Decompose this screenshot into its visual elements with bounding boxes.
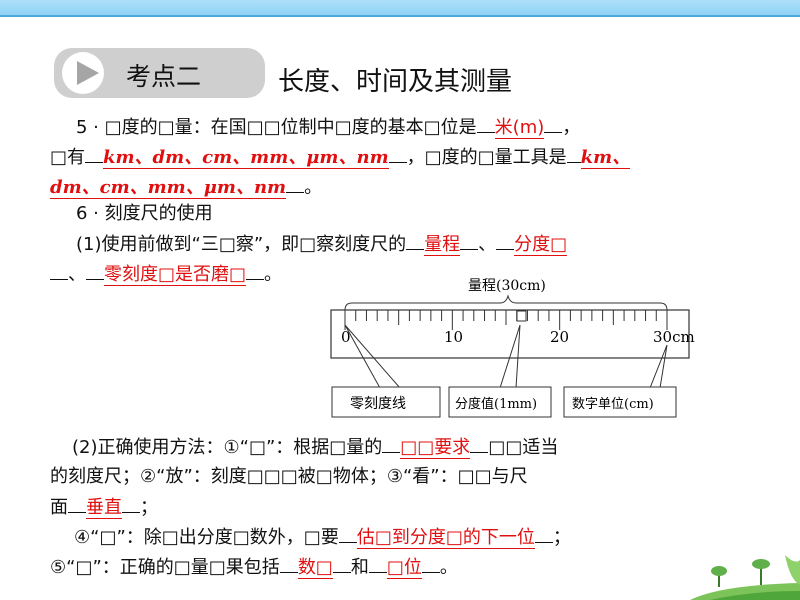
text: ⑤“□”：正确的□量□果包括 bbox=[50, 557, 280, 578]
q6-p1-line2: 、零刻度□是否磨□ 。 bbox=[50, 263, 282, 286]
text: ； bbox=[140, 497, 158, 518]
q5-line3: dm、cm、mm、μm、nm 。 bbox=[50, 176, 322, 199]
text: ④“□”：除□出分度□数外，□要 bbox=[74, 527, 339, 548]
division-highlight bbox=[516, 310, 527, 322]
answer: dm、cm、mm、μm、nm bbox=[50, 177, 287, 199]
section-badge-label: 考点二 bbox=[126, 62, 202, 91]
text: 5 · □度的□量：在国□□位制中□度的基本□位是 bbox=[76, 117, 477, 138]
text: 。 bbox=[439, 557, 458, 578]
text: 。 bbox=[304, 177, 323, 198]
q6-p2-line3: 面垂直 ； bbox=[50, 496, 158, 519]
tick-label-30: 30cm bbox=[653, 328, 695, 346]
callout-zero-line bbox=[331, 386, 441, 418]
text: 、 bbox=[68, 264, 86, 285]
answer: □□要求 bbox=[400, 437, 471, 459]
play-icon bbox=[62, 52, 104, 94]
text: 和 bbox=[350, 557, 369, 578]
section-badge: 考点二 bbox=[54, 48, 265, 98]
q6-p2-line5: ⑤“□”：正确的□量□果包括数□ 和 □位。 bbox=[50, 556, 458, 579]
text: □有 bbox=[50, 147, 86, 168]
q6-p2-line4: ④“□”：除□出分度□数外，□要估□到分度□的下一位 ； bbox=[74, 526, 571, 549]
tick-label-20: 20 bbox=[550, 328, 569, 346]
ruler-figure: 量程(30cm) 0 10 20 30cm 零刻度线 分度值(1mm) 数字单位… bbox=[330, 278, 695, 418]
answer: □位 bbox=[386, 557, 422, 579]
q5-line1: 5 · □度的□量：在国□□位制中□度的基本□位是米(m) ， bbox=[76, 116, 580, 139]
answer: km、 bbox=[580, 147, 631, 169]
text: ； bbox=[552, 527, 571, 548]
q6-p2-line1: (2)正确使用方法：①“□”：根据□量的 □□要求 □□适当 bbox=[72, 436, 558, 459]
ruler-body bbox=[330, 309, 690, 359]
page-title: 长度、时间及其测量 bbox=[278, 67, 513, 97]
callout-division bbox=[448, 386, 552, 418]
answer: 零刻度□是否磨□ bbox=[104, 264, 247, 286]
answer: 数□ bbox=[297, 557, 333, 579]
answer: 估□到分度□的下一位 bbox=[356, 527, 535, 549]
callout-unit bbox=[563, 386, 677, 418]
answer: km、dm、cm、mm、μm、nm bbox=[103, 147, 389, 169]
q6-p1-line1: (1)使用前做到“三□察”，即□察刻度尺的量程、分度□ bbox=[76, 233, 568, 256]
q6-p2-line2: 的刻度尺；②“放”：刻度□□□被□物体；③“看”：□□与尺 bbox=[50, 466, 528, 487]
text: ， bbox=[562, 117, 581, 138]
answer: 垂直 bbox=[86, 497, 122, 519]
q6-heading: 6 · 刻度尺的使用 bbox=[76, 203, 213, 224]
text: □□适当 bbox=[488, 437, 559, 458]
text: 、 bbox=[478, 234, 497, 255]
range-label: 量程(30cm) bbox=[468, 278, 546, 294]
grass-decoration bbox=[690, 555, 800, 600]
tick-label-10: 10 bbox=[444, 328, 463, 346]
answer: 米(m) bbox=[494, 117, 545, 139]
answer: 分度□ bbox=[514, 234, 568, 256]
answer: 量程 bbox=[424, 234, 461, 256]
range-brace bbox=[344, 294, 668, 311]
text: ，□度的□量工具是 bbox=[406, 147, 567, 168]
text: (2)正确使用方法：①“□”：根据□量的 bbox=[72, 437, 383, 458]
top-bar bbox=[0, 0, 800, 17]
callout-division-label: 分度值(1mm) bbox=[455, 396, 537, 412]
q5-line2: □有 km、dm、cm、mm、μm、nm ，□度的□量工具是 km、 bbox=[50, 146, 631, 169]
callout-unit-label: 数字单位(cm) bbox=[572, 397, 654, 412]
text: 。 bbox=[264, 264, 283, 285]
callout-lines bbox=[344, 324, 668, 389]
callout-zero-line-label: 零刻度线 bbox=[350, 396, 406, 412]
text: 面 bbox=[50, 497, 68, 518]
tick-label-0: 0 bbox=[341, 328, 351, 346]
text: (1)使用前做到“三□察”，即□察刻度尺的 bbox=[76, 234, 407, 255]
